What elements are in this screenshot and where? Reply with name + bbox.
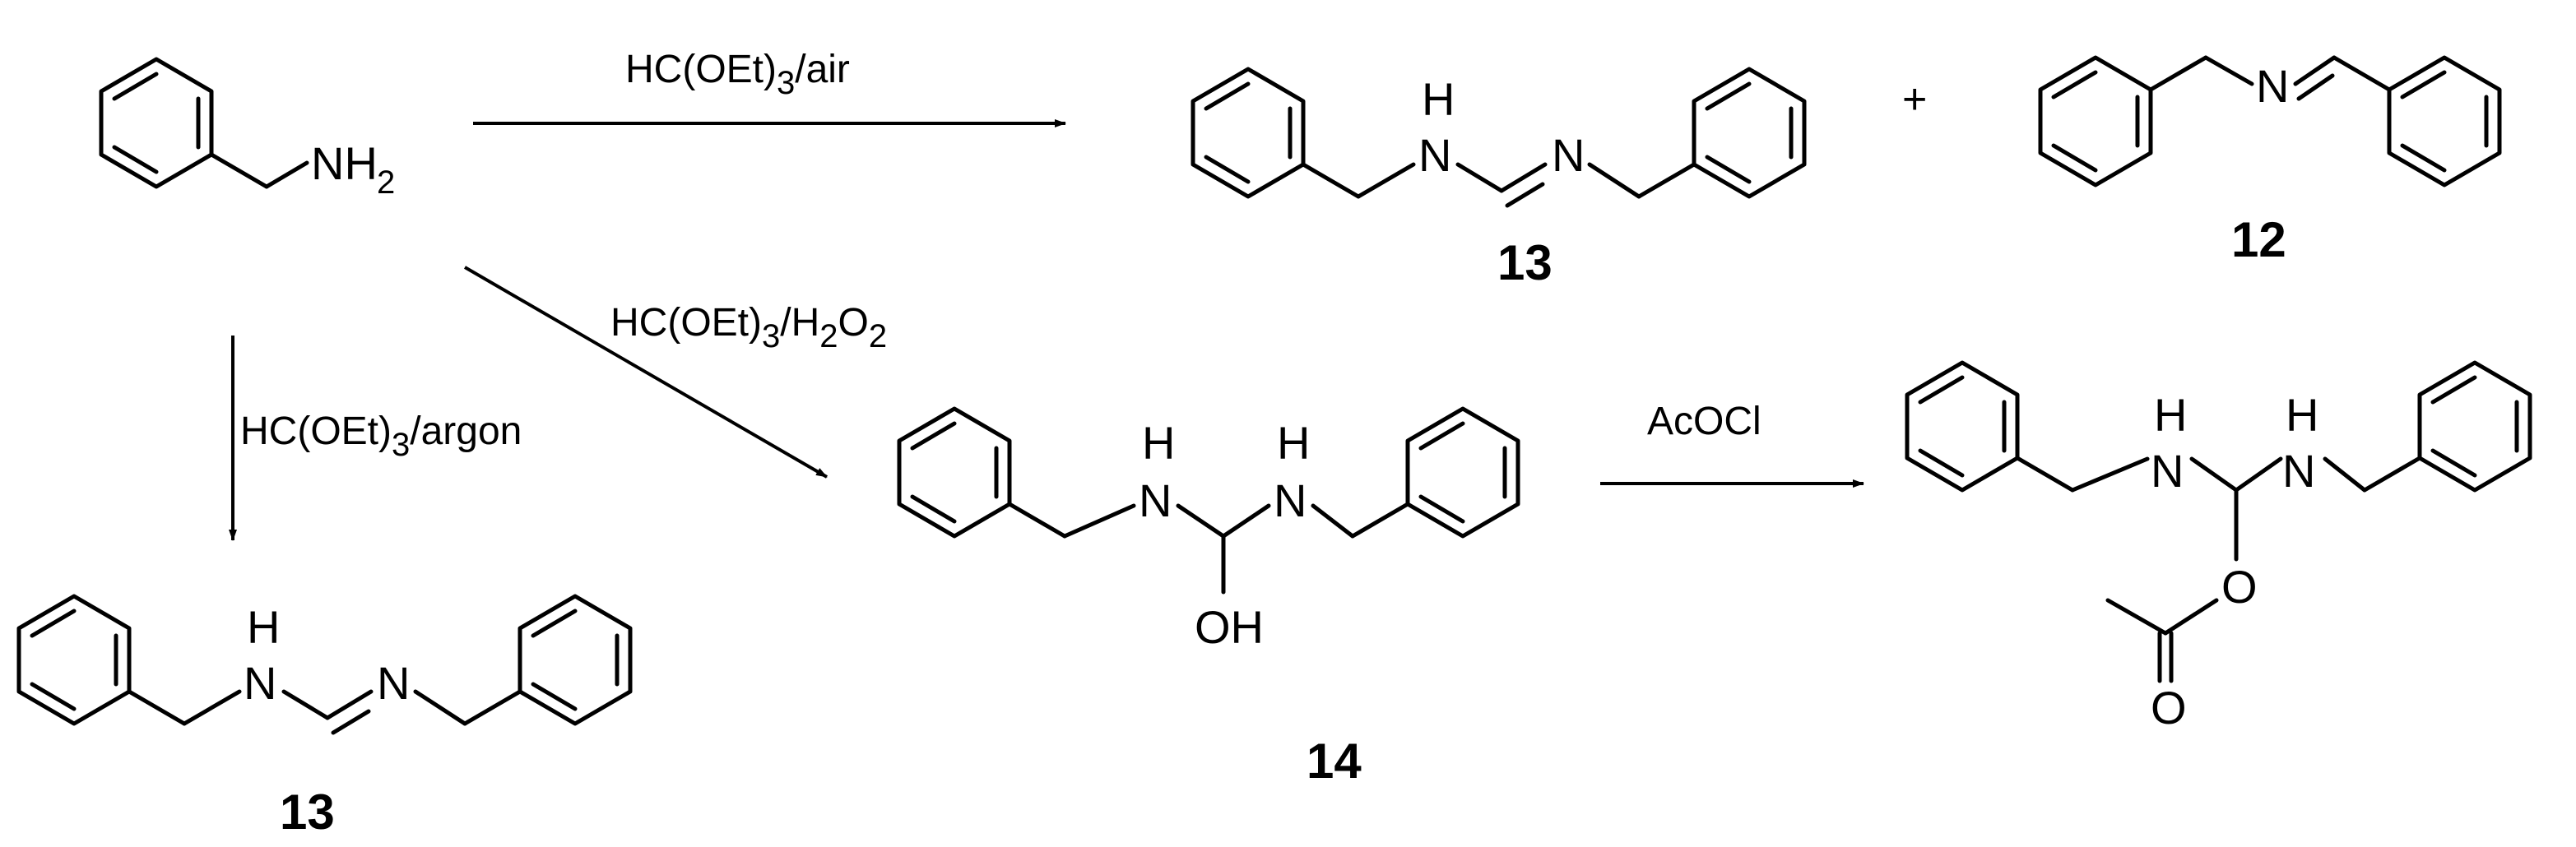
acetate-n1: N — [2151, 445, 2184, 497]
acetate-h1: H — [2154, 389, 2187, 441]
c14-n1: N — [1139, 474, 1172, 526]
compound-13-top-molecule — [1191, 67, 1807, 208]
compound-14-molecule — [897, 406, 1520, 595]
reagent-acocl: AcOCl — [1647, 400, 1761, 443]
c13-bottom-n1: N — [244, 657, 276, 709]
compound-12-molecule — [2038, 55, 2502, 187]
c13-top-n1: N — [1418, 129, 1451, 181]
benzylamine-molecule — [99, 57, 309, 189]
compound-12-label: 12 — [2231, 212, 2286, 267]
c14-h1: H — [1142, 417, 1175, 469]
c13-bottom-n2: N — [377, 657, 410, 709]
benzene-ring — [99, 57, 214, 189]
c14-oh: OH — [1195, 601, 1264, 653]
c12-n: N — [2256, 60, 2289, 112]
compound-13-top-label: 13 — [1497, 235, 1553, 290]
plus-sign: + — [1902, 76, 1927, 123]
reagent-air: HC(OEt)3/air — [625, 48, 850, 101]
c14-n2: N — [1274, 474, 1307, 526]
acetate-ester-o: O — [2221, 561, 2258, 613]
nh2-subscript: 2 — [377, 164, 395, 201]
reagent-h2o2: HC(OEt)3/H2O2 — [610, 301, 887, 354]
acetate-h2: H — [2286, 389, 2318, 441]
c14-h2: H — [1277, 417, 1310, 469]
reaction-arrow-h2o2 — [463, 266, 828, 479]
c13-top-n2: N — [1552, 129, 1585, 181]
acetate-carbonyl-o: O — [2151, 682, 2187, 734]
compound-13-bottom-molecule — [16, 594, 633, 735]
c13-bottom-h: H — [247, 601, 280, 653]
acetate-product-molecule — [1905, 360, 2532, 683]
compound-14-label: 14 — [1307, 734, 1362, 789]
compound-13-bottom-label: 13 — [280, 785, 335, 840]
nh2-label: NH — [311, 137, 378, 189]
c13-top-h: H — [1422, 73, 1455, 125]
reagent-argon: HC(OEt)3/argon — [240, 410, 522, 463]
acetate-n2: N — [2282, 445, 2315, 497]
